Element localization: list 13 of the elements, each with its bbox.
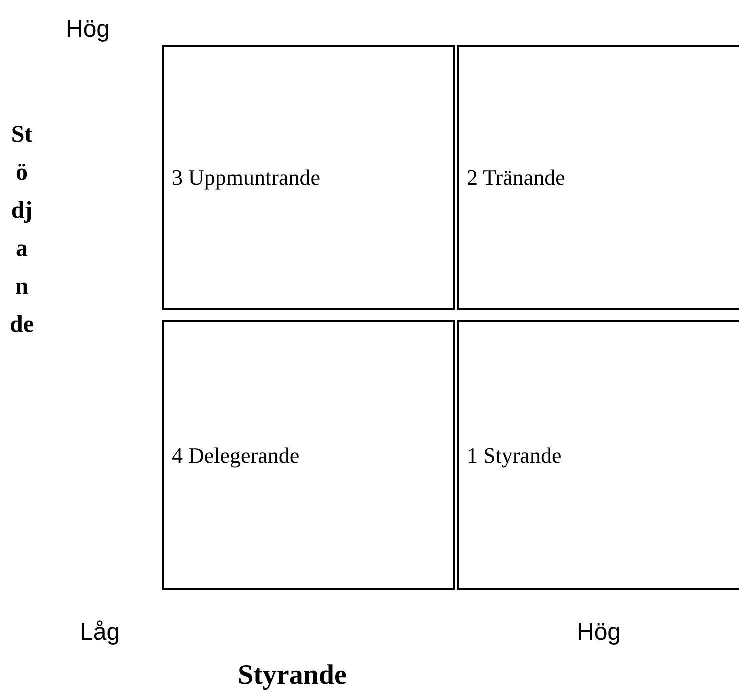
quadrant-box bbox=[162, 45, 455, 310]
quadrant-label: 3 Uppmuntrande bbox=[172, 164, 320, 192]
axis-label: Låg bbox=[80, 618, 120, 648]
quadrant-label: 4 Delegerande bbox=[172, 442, 300, 470]
axis-label: Hög bbox=[66, 15, 110, 45]
quadrant-box bbox=[162, 320, 455, 590]
quadrant-label: 1 Styrande bbox=[467, 442, 562, 470]
axis-title: Styrande bbox=[238, 659, 347, 693]
quadrant-label: 2 Tränande bbox=[467, 164, 566, 192]
quadrant-box bbox=[457, 320, 739, 590]
quadrant-box bbox=[457, 45, 739, 310]
axis-title: Stödjande bbox=[10, 121, 34, 340]
axis-label: Hög bbox=[577, 618, 622, 648]
